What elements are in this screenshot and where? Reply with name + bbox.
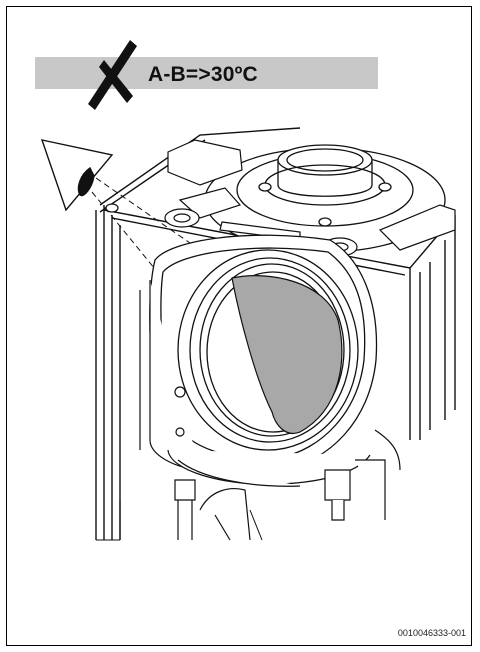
burner-window [231,275,343,434]
instruction-banner [35,57,378,89]
eye-icon [40,139,114,212]
cross-icon [88,40,137,110]
figure-id: 0010046333-001 [397,628,466,638]
drawing-cut-edge [96,509,263,541]
instruction-text: A-B=>30ºC [148,63,258,86]
lower-pipes [119,280,401,541]
